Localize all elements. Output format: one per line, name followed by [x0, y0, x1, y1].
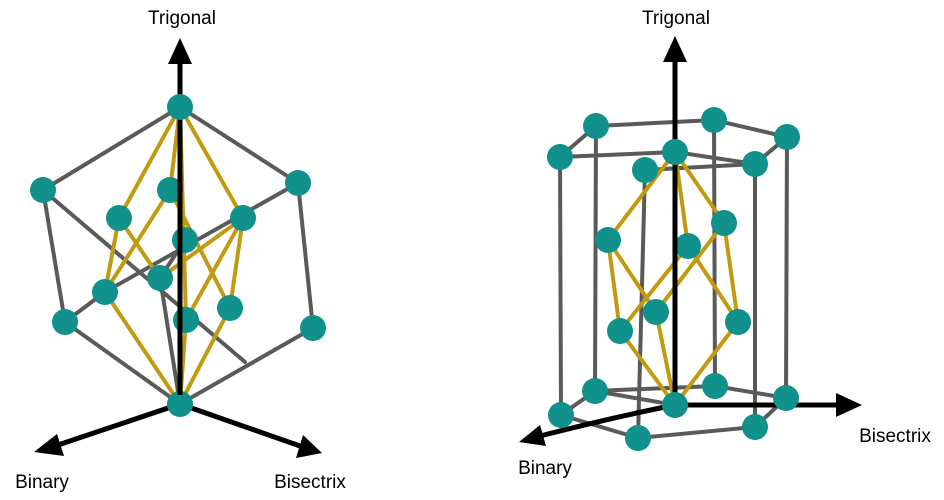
- atom: [632, 157, 658, 183]
- right-trigonal-arrowhead: [663, 36, 687, 62]
- atom: [702, 373, 728, 399]
- atom: [106, 205, 132, 231]
- right-trigonal-label: Trigonal: [642, 8, 710, 29]
- atom: [30, 177, 56, 203]
- atom: [167, 391, 193, 417]
- left-bisectrix-label: Bisectrix: [274, 472, 346, 493]
- atom: [92, 279, 118, 305]
- right-diagram: Trigonal Binary Bisectrix: [518, 8, 931, 479]
- atom: [774, 124, 800, 150]
- atom: [217, 295, 243, 321]
- right-bisectrix-arrowhead: [836, 393, 862, 417]
- right-atoms: [547, 107, 800, 451]
- left-bisectrix-arrowhead: [296, 435, 322, 458]
- atom: [742, 151, 768, 177]
- atom: [52, 309, 78, 335]
- atom: [157, 177, 183, 203]
- atom: [742, 414, 768, 440]
- right-binary-arrowhead: [519, 425, 546, 446]
- right-bisectrix-label: Bisectrix: [859, 426, 931, 447]
- atom: [583, 113, 609, 139]
- left-trigonal-arrowhead: [168, 38, 192, 64]
- left-binary-arrowhead: [34, 434, 64, 456]
- left-outer-bonds: [41, 105, 315, 406]
- right-binary-label: Binary: [518, 458, 572, 479]
- atom: [548, 402, 574, 428]
- atom: [172, 227, 198, 253]
- atom: [607, 318, 633, 344]
- atom: [625, 425, 651, 451]
- atom: [773, 385, 799, 411]
- atom: [173, 307, 199, 333]
- atom: [147, 265, 173, 291]
- atom: [582, 378, 608, 404]
- atom: [701, 107, 727, 133]
- left-trigonal-label: Trigonal: [148, 8, 216, 29]
- left-binary-label: Binary: [15, 472, 69, 493]
- atom: [662, 392, 688, 418]
- atom: [230, 205, 256, 231]
- atom: [725, 309, 751, 335]
- atom: [662, 139, 688, 165]
- atom: [675, 233, 701, 259]
- left-diagram: Trigonal Binary Bisectrix: [15, 8, 346, 493]
- atom: [547, 144, 573, 170]
- atom: [167, 94, 193, 120]
- atom: [711, 210, 737, 236]
- atom: [300, 315, 326, 341]
- atom: [595, 227, 621, 253]
- atom: [285, 170, 311, 196]
- atom: [643, 299, 669, 325]
